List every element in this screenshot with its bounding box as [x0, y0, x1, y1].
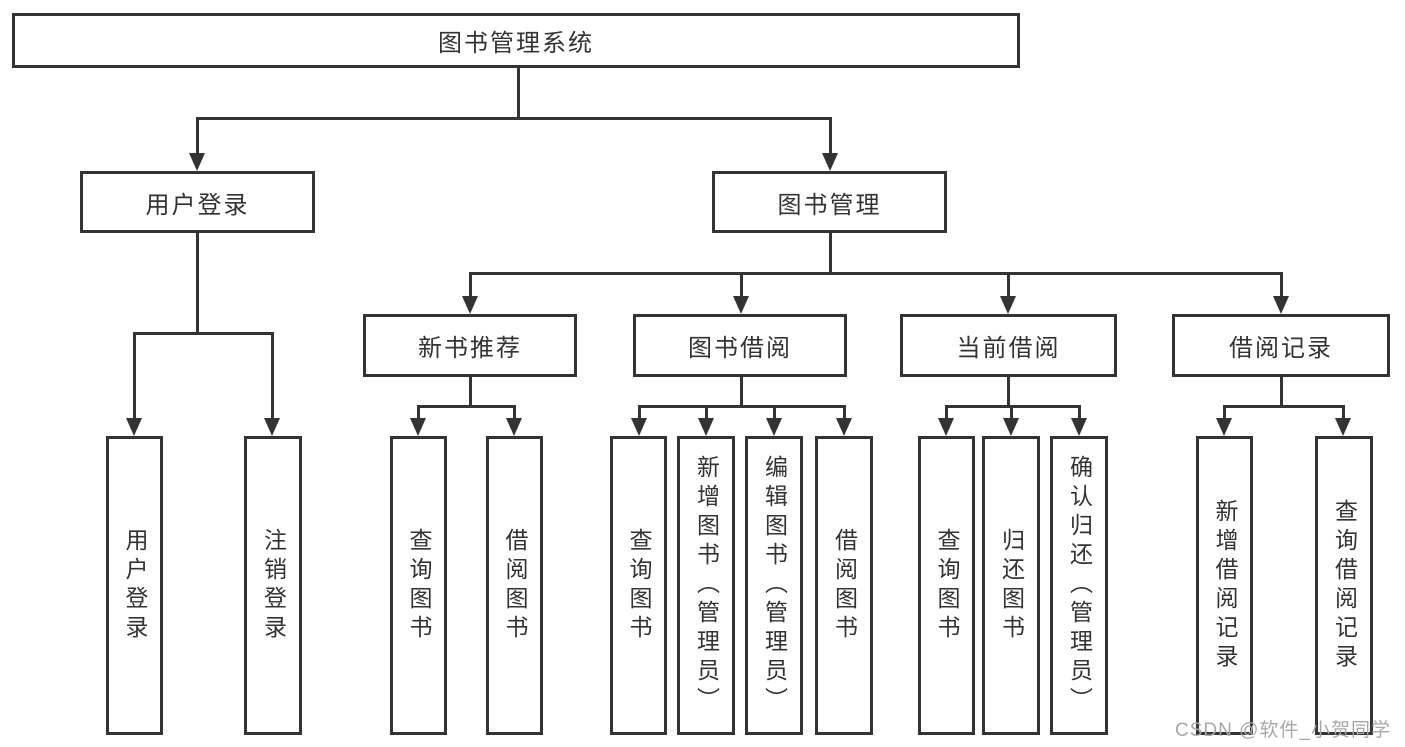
arrowhead-down-icon — [1273, 296, 1289, 314]
node-label: 归还图书 — [998, 527, 1025, 644]
arrowhead-down-icon — [1335, 418, 1351, 436]
node-borrow-records: 借阅记录 — [1172, 314, 1390, 377]
connector-drop — [195, 118, 199, 157]
node-label: 用户登录 — [145, 191, 250, 219]
connector-stem — [828, 233, 832, 275]
connector-stem — [1006, 377, 1010, 408]
arrowhead-down-icon — [698, 418, 714, 436]
node-label: 新书推荐 — [418, 335, 522, 362]
node-label: 图书管理 — [777, 191, 882, 219]
connector-drop — [704, 406, 708, 422]
arrowhead-down-icon — [1216, 418, 1232, 436]
node-label: 查询图书 — [934, 527, 960, 644]
arrowhead-down-icon — [126, 418, 142, 436]
connector-drop — [944, 406, 948, 422]
leaf-borrow-borrow-books: 借阅图书 — [815, 436, 873, 735]
connector-rail — [468, 271, 1283, 275]
connector-stem — [516, 68, 520, 120]
node-label: 确认归还（管理员） — [1066, 455, 1093, 716]
arrowhead-down-icon — [822, 153, 838, 171]
connector-drop — [416, 406, 420, 422]
node-user-login: 用户登录 — [80, 171, 315, 233]
leaf-current-query-books: 查询图书 — [918, 436, 975, 735]
arrowhead-down-icon — [631, 418, 647, 436]
leaf-records-add-record: 新增借阅记录 — [1196, 436, 1253, 735]
connector-rail — [637, 404, 846, 408]
connector-drop — [772, 406, 776, 422]
node-label: 注销登录 — [260, 527, 287, 644]
connector-rail — [944, 404, 1081, 408]
connector-drop — [637, 406, 641, 422]
connector-drop — [468, 273, 472, 300]
node-label: 查询图书 — [626, 527, 652, 644]
connector-rail — [195, 116, 832, 120]
arrowhead-down-icon — [1003, 418, 1019, 436]
arrowhead-down-icon — [506, 418, 522, 436]
connector-drop — [132, 333, 136, 422]
node-label: 编辑图书（管理员） — [761, 455, 788, 716]
node-current-borrowing: 当前借阅 — [900, 314, 1117, 377]
node-label: 当前借阅 — [956, 335, 1061, 362]
node-label: 新增借阅记录 — [1212, 498, 1238, 673]
arrowhead-down-icon — [189, 153, 205, 171]
leaf-logout: 注销登录 — [244, 436, 302, 735]
leaf-current-return-books: 归还图书 — [982, 436, 1040, 735]
node-label: 借阅图书 — [502, 527, 528, 644]
node-label: 用户登录 — [122, 527, 148, 644]
arrowhead-down-icon — [766, 418, 782, 436]
arrowhead-down-icon — [264, 418, 280, 436]
node-label: 图书借阅 — [688, 335, 792, 362]
leaf-newrec-query-books: 查询图书 — [390, 436, 447, 735]
connector-stem — [468, 377, 472, 408]
node-label: 查询图书 — [406, 527, 432, 644]
arrowhead-down-icon — [462, 296, 478, 314]
connector-rail — [1222, 404, 1345, 408]
connector-stem — [195, 233, 199, 335]
arrowhead-down-icon — [938, 418, 954, 436]
connector-drop — [1341, 406, 1345, 422]
node-book-management: 图书管理 — [712, 171, 947, 233]
leaf-borrow-edit-books-admin: 编辑图书（管理员） — [745, 436, 803, 735]
node-label: 借阅图书 — [831, 527, 858, 644]
connector-rail — [416, 404, 516, 408]
connector-drop — [270, 333, 274, 422]
node-book-borrowing: 图书借阅 — [633, 314, 847, 377]
arrowhead-down-icon — [733, 296, 749, 314]
node-new-book-recommend: 新书推荐 — [363, 314, 577, 377]
node-label: 新增图书（管理员） — [693, 455, 720, 716]
node-label: 图书管理系统 — [438, 30, 594, 57]
connector-drop — [1279, 273, 1283, 300]
arrowhead-down-icon — [410, 418, 426, 436]
arrowhead-down-icon — [1000, 296, 1016, 314]
connector-drop — [1006, 273, 1010, 300]
connector-drop — [1077, 406, 1081, 422]
node-library-management-system: 图书管理系统 — [12, 13, 1020, 68]
connector-drop — [1222, 406, 1226, 422]
node-label: 查询借阅记录 — [1331, 498, 1358, 673]
arrowhead-down-icon — [1071, 418, 1087, 436]
leaf-user-login: 用户登录 — [106, 436, 163, 735]
connector-drop — [739, 273, 743, 300]
connector-stem — [739, 377, 743, 408]
node-label: 借阅记录 — [1229, 335, 1333, 362]
csdn-watermark: CSDN @软件_小贺同学 — [1175, 720, 1391, 741]
leaf-borrow-add-books-admin: 新增图书（管理员） — [677, 436, 735, 735]
connector-stem — [1279, 377, 1283, 408]
leaf-records-query-record: 查询借阅记录 — [1315, 436, 1373, 735]
connector-drop — [842, 406, 846, 422]
connector-drop — [512, 406, 516, 422]
leaf-newrec-borrow-books: 借阅图书 — [486, 436, 543, 735]
leaf-current-confirm-return-admin: 确认归还（管理员） — [1050, 436, 1108, 735]
connector-drop — [1009, 406, 1013, 422]
leaf-borrow-query-books: 查询图书 — [610, 436, 667, 735]
connector-drop — [828, 118, 832, 157]
arrowhead-down-icon — [836, 418, 852, 436]
connector-rail — [132, 331, 274, 335]
